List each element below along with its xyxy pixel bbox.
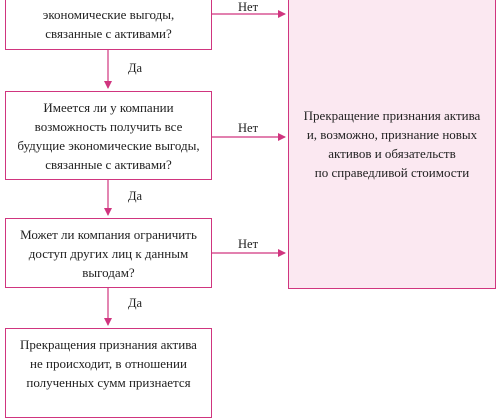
outcome-derecognition-line-1: Прекращение признания актива <box>303 107 481 123</box>
outcome-no-derecognition-line-2: не происходит, в отношении <box>30 356 187 371</box>
outcome-derecognition-line-4: по справедливой стоимости <box>314 164 470 180</box>
decision-box-q2: Имеется ли у компании возможность получи… <box>5 91 212 180</box>
outcome-derecognition-text: Прекращение признания актива и, возможно… <box>304 106 481 182</box>
edge-label-yes-q2: Да <box>128 189 143 203</box>
decision-q3-line-1: Может ли компания ограничить <box>20 226 197 242</box>
decision-q1-line-2: экономические выгоды, <box>42 7 175 22</box>
outcome-derecognition-line-2: и, возможно, признание новых <box>306 126 478 142</box>
decision-box-q1: экономические выгоды, связанные с актива… <box>5 0 212 50</box>
outcome-no-derecognition-line-1: Прекращения признания актива <box>20 337 197 352</box>
decision-q3-line-2: доступ других лиц к данным <box>28 245 189 261</box>
edge-label-no-q2: Нет <box>238 121 259 135</box>
decision-q1-line-3: связанные с активами? <box>45 26 172 41</box>
flowchart-connectors <box>104 10 286 326</box>
decision-q2-line-3: будущие экономические выгоды, <box>17 137 200 153</box>
edge-label-yes-q1: Да <box>128 61 143 75</box>
decision-q3-line-3: выгодам? <box>82 264 135 280</box>
edge-label-no-q1: Нет <box>238 0 259 14</box>
decision-q2-line-2: возможность получить все <box>34 118 183 134</box>
decision-box-q3: Может ли компания ограничить доступ друг… <box>5 218 212 288</box>
decision-q2-line-1: Имеется ли у компании <box>43 99 174 115</box>
decision-q3-text: Может ли компания ограничить доступ друг… <box>20 225 197 282</box>
outcome-box-derecognition: Прекращение признания актива и, возможно… <box>288 0 496 289</box>
decision-q2-line-4: связанные с активами? <box>45 156 172 172</box>
decision-q2-text: Имеется ли у компании возможность получи… <box>17 98 199 174</box>
outcome-derecognition-line-3: активов и обязательств <box>328 145 456 161</box>
outcome-box-no-derecognition: Прекращения признания актива не происход… <box>5 328 212 418</box>
decision-q1-text: экономические выгоды, связанные с актива… <box>43 5 174 43</box>
edge-label-yes-q3: Да <box>128 296 143 310</box>
outcome-no-derecognition-line-3: полученных сумм признается <box>26 375 191 390</box>
outcome-no-derecognition-text: Прекращения признания актива не происход… <box>20 335 197 392</box>
edge-label-no-q3: Нет <box>238 237 259 251</box>
